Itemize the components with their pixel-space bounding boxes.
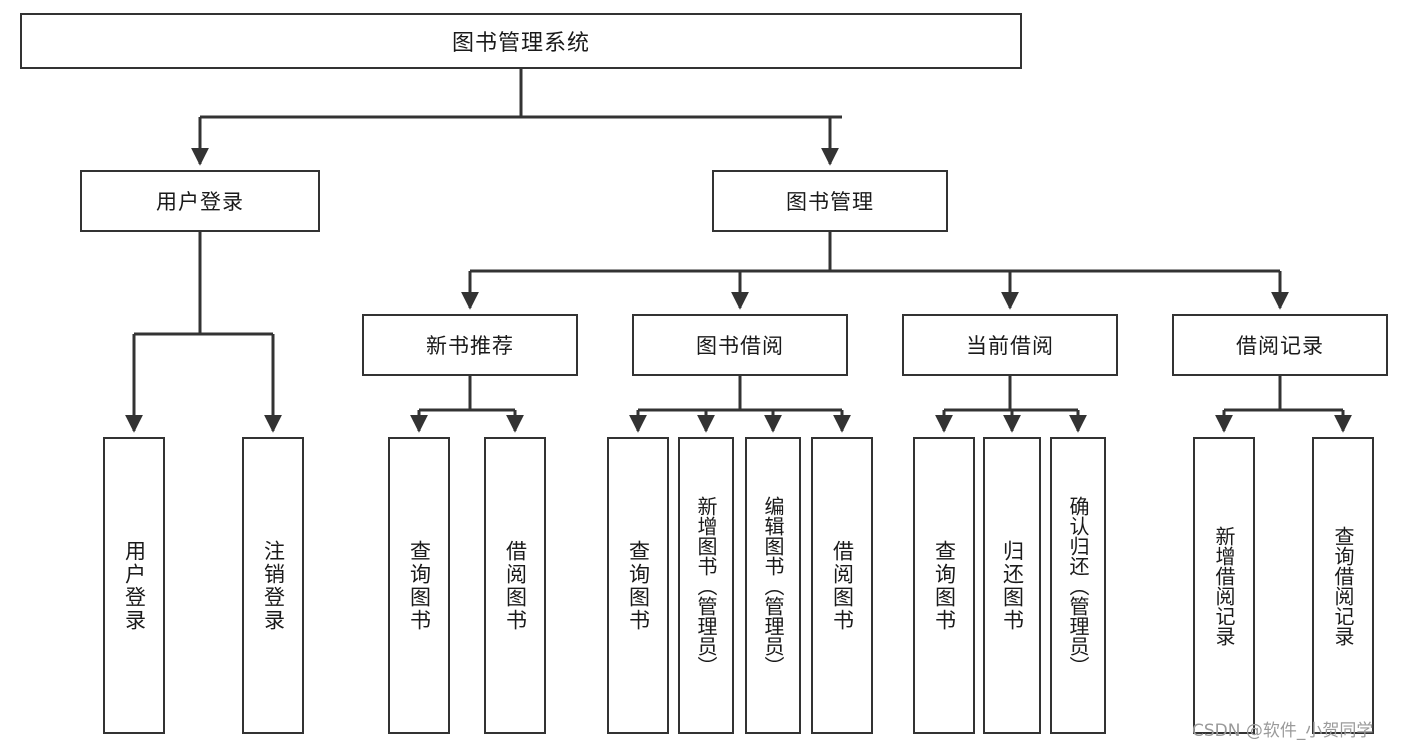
node-new-book-recommend[interactable]: 新书推荐 [362, 314, 578, 376]
edge-group-root [191, 69, 842, 166]
node-leaf-borrow-book[interactable]: 借阅图书 [811, 437, 873, 734]
node-book-manage[interactable]: 图书管理 [712, 170, 948, 232]
edge-group-new-book-recommend [410, 376, 524, 433]
edge-group-current-borrow [935, 376, 1087, 433]
node-leaf-borrow-book-recommend[interactable]: 借阅图书 [484, 437, 546, 734]
node-leaf-logout[interactable]: 注销登录 [242, 437, 304, 734]
csdn-watermark: CSDN @软件_小贺同学 [1192, 721, 1374, 741]
node-leaf-add-book[interactable]: 新增图书（管理员） [678, 437, 734, 734]
edge-group-borrow-record [1215, 376, 1352, 433]
node-leaf-return-book[interactable]: 归还图书 [983, 437, 1041, 734]
node-leaf-query-book-current[interactable]: 查询图书 [913, 437, 975, 734]
edge-group-user-login [125, 232, 282, 433]
edge-group-book-borrow [629, 376, 851, 433]
node-borrow-record[interactable]: 借阅记录 [1172, 314, 1388, 376]
node-leaf-query-book-borrow[interactable]: 查询图书 [607, 437, 669, 734]
node-leaf-confirm-return[interactable]: 确认归还（管理员） [1050, 437, 1106, 734]
node-leaf-query-book-recommend[interactable]: 查询图书 [388, 437, 450, 734]
node-leaf-edit-book[interactable]: 编辑图书（管理员） [745, 437, 801, 734]
node-current-borrow[interactable]: 当前借阅 [902, 314, 1118, 376]
node-root[interactable]: 图书管理系统 [20, 13, 1022, 69]
edge-group-book-manage [461, 232, 1289, 310]
node-leaf-add-borrow-record[interactable]: 新增借阅记录 [1193, 437, 1255, 734]
node-user-login[interactable]: 用户登录 [80, 170, 320, 232]
node-leaf-user-login[interactable]: 用户登录 [103, 437, 165, 734]
node-leaf-query-borrow-record[interactable]: 查询借阅记录 [1312, 437, 1374, 734]
node-book-borrow[interactable]: 图书借阅 [632, 314, 848, 376]
